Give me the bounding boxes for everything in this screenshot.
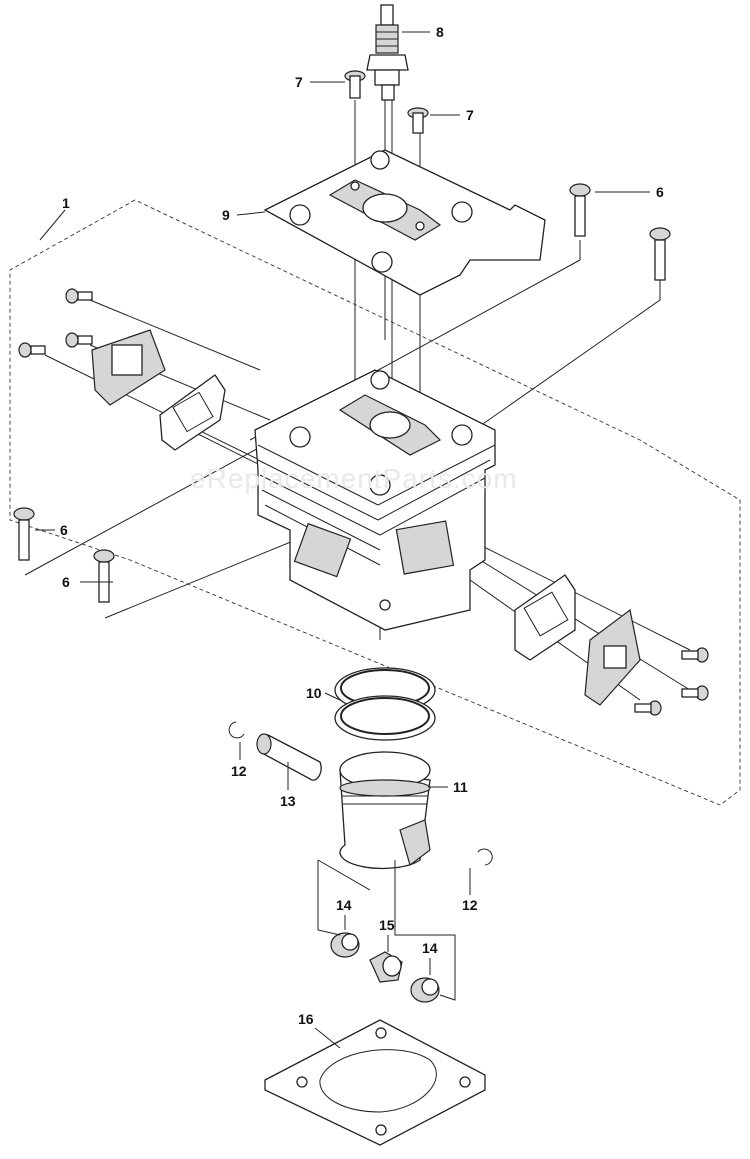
left-reed-valve — [91, 329, 166, 406]
bearing-14-right — [410, 977, 440, 1003]
bearing-14-left — [330, 932, 360, 958]
callout-leaders — [35, 31, 650, 1049]
screw-6-left-a — [13, 507, 35, 561]
callout-11: 11 — [453, 779, 468, 795]
callout-6-left-b: 6 — [62, 574, 70, 590]
piston-rings — [334, 667, 436, 741]
callout-6-top: 6 — [656, 184, 664, 200]
cylinder-head-gasket — [263, 149, 546, 296]
screw-7-right — [407, 107, 429, 134]
right-gasket — [514, 574, 576, 661]
callout-12-left: 12 — [231, 763, 247, 779]
right-side-leaders — [469, 539, 691, 701]
small-screws-left — [18, 288, 93, 358]
small-screws-right — [634, 647, 709, 716]
cylinder — [254, 369, 496, 631]
spark-plug — [366, 4, 409, 101]
right-reed-valve — [584, 608, 641, 706]
wrist-pin — [256, 733, 322, 781]
callout-15: 15 — [379, 917, 395, 933]
circlip-left — [228, 721, 245, 739]
bearing-bracket-lines — [317, 859, 456, 1001]
callout-14-left: 14 — [336, 897, 352, 913]
callout-9: 9 — [222, 207, 230, 223]
callout-14-right: 14 — [422, 940, 438, 956]
left-gasket — [159, 374, 226, 451]
callout-10: 10 — [306, 685, 322, 701]
screw-7-left — [344, 70, 366, 99]
piston — [339, 751, 431, 870]
screw-6-top-b — [649, 227, 671, 281]
callout-12-right: 12 — [462, 897, 478, 913]
callout-8: 8 — [436, 24, 444, 40]
base-gasket — [264, 1019, 486, 1146]
callout-16: 16 — [298, 1011, 314, 1027]
callout-13: 13 — [280, 793, 296, 809]
circlip-right — [477, 848, 493, 866]
assembly-boundary — [9, 199, 741, 806]
needle-bearing-15 — [369, 951, 403, 983]
callout-7-right: 7 — [466, 107, 474, 123]
callout-7-left: 7 — [295, 74, 303, 90]
callout-6-left-a: 6 — [60, 522, 68, 538]
callout-1: 1 — [62, 195, 70, 211]
screw-6-top-a — [569, 183, 591, 237]
watermark-text: eReplacementParts.com — [190, 463, 518, 494]
screw-6-left-b — [93, 549, 115, 603]
